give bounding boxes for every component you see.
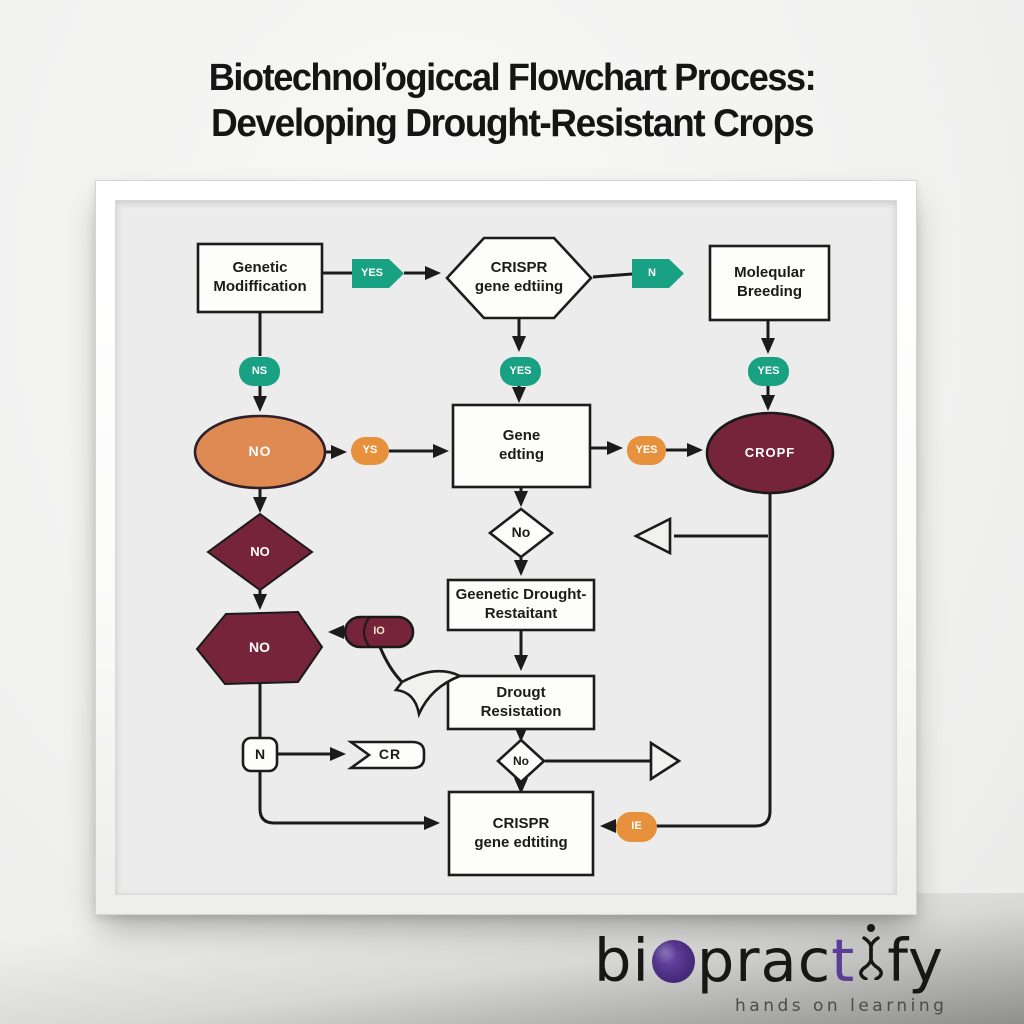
no-ellipse-label: NO <box>248 443 272 460</box>
molecular-breeding-label: Moleqular Breeding <box>734 264 805 300</box>
genetic-modification-label: Genetic Modiffication <box>213 259 307 295</box>
yes-flag-label: YES <box>360 266 383 279</box>
yes-pill-right-label: YES <box>757 364 780 377</box>
crispr-hexagon-label: CRISPR gene edtiing <box>474 259 564 295</box>
logo-tagline: hands on learning <box>735 996 948 1016</box>
yes-pill-center-label: YES <box>509 364 532 377</box>
no-diamond-small-label: No <box>513 753 529 768</box>
logo-o-sphere-icon <box>651 940 695 983</box>
ns-pill-label: NS <box>251 364 268 377</box>
drought-resistation-label: Drougt Resistation <box>480 683 562 720</box>
logo-part-bi: bi <box>594 926 650 995</box>
io-pill-label: IO <box>373 625 385 638</box>
logo-part-t: t <box>831 926 856 995</box>
title-line-2: Developing Drought-Resistant Crops <box>210 101 814 145</box>
genetic-drought-label: Geenetic Drought- Restaitant <box>455 586 587 622</box>
no-diamond-center-label: No <box>511 524 531 541</box>
n-node-label: N <box>254 745 266 762</box>
dna-helix-icon <box>858 924 884 989</box>
logo-part-prac: prac <box>696 926 832 995</box>
no-hexagon-label: NO <box>249 639 270 656</box>
logo-part-fy: fy <box>887 926 944 995</box>
poster-title: Biotechnoľogiccal Flowchart Process: Dev… <box>26 56 999 146</box>
title-line-1: Biotechnoľogiccal Flowchart Process: <box>208 57 817 99</box>
crop-ellipse-label: CROPF <box>744 444 796 460</box>
gene-editing-label: Gene edting <box>499 427 544 463</box>
ie-pill-label: IE <box>631 820 642 833</box>
yes-pill-orange-label: YES <box>635 443 658 456</box>
crispr-bottom-label: CRISPR gene edtiting <box>474 814 568 851</box>
n-flag-label: N <box>648 266 656 279</box>
cr-banner-label: CR <box>378 746 402 763</box>
ys-pill-label: YS <box>362 444 378 457</box>
no-diamond-maroon-label: NO <box>250 543 270 559</box>
